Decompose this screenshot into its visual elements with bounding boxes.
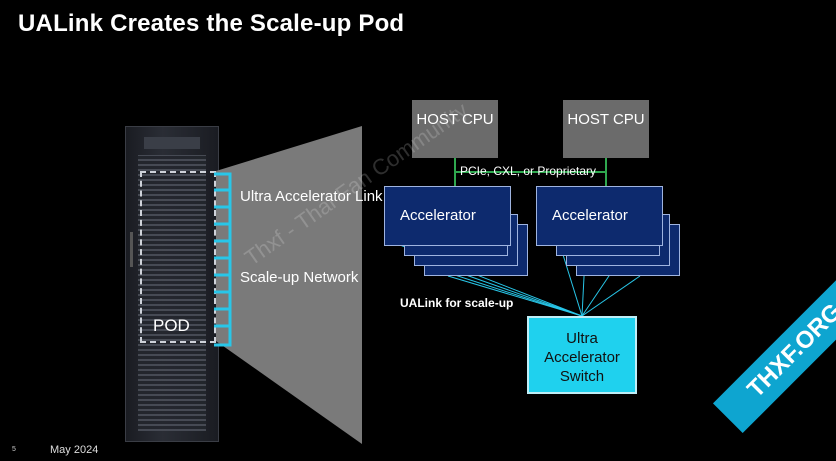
host-cpu-right-label: HOST CPU <box>567 111 645 128</box>
slide-title: UALink Creates the Scale-up Pod <box>18 10 405 37</box>
accelerator-left-label: Accelerator <box>400 207 476 224</box>
footer-date: May 2024 <box>50 444 99 456</box>
host-cpu-left-label: HOST CPU <box>416 111 494 128</box>
pod-label: POD <box>153 316 190 335</box>
ultra-accelerator-switch: Ultra Accelerator Switch <box>527 316 637 394</box>
accelerator-stack-right: Accelerator <box>536 186 684 276</box>
ualink-label: UALink for scale-up <box>400 296 514 310</box>
zoom-funnel <box>216 126 362 444</box>
ultra-accelerator-link-label: Ultra Accelerator Link <box>240 188 383 205</box>
rack-top-panel <box>144 137 200 149</box>
page-number: 5 <box>12 446 16 453</box>
switch-label: Ultra Accelerator Switch <box>544 330 620 385</box>
scale-up-network-label: Scale-up Network <box>240 269 359 286</box>
accelerator-card-front <box>384 186 511 246</box>
host-cpu-left: HOST CPU <box>412 100 498 158</box>
accelerator-right-label: Accelerator <box>552 207 628 224</box>
rack-server-grid <box>138 155 206 431</box>
host-cpu-right: HOST CPU <box>563 100 649 158</box>
rack-handle <box>130 232 133 267</box>
pod-link-brackets <box>214 172 232 347</box>
interconnect-label: PCIe, CXL, or Proprietary <box>460 164 597 178</box>
accelerator-stack-left: Accelerator <box>384 186 532 276</box>
host-interconnect-lines <box>454 158 607 186</box>
accelerator-card-front <box>536 186 663 246</box>
